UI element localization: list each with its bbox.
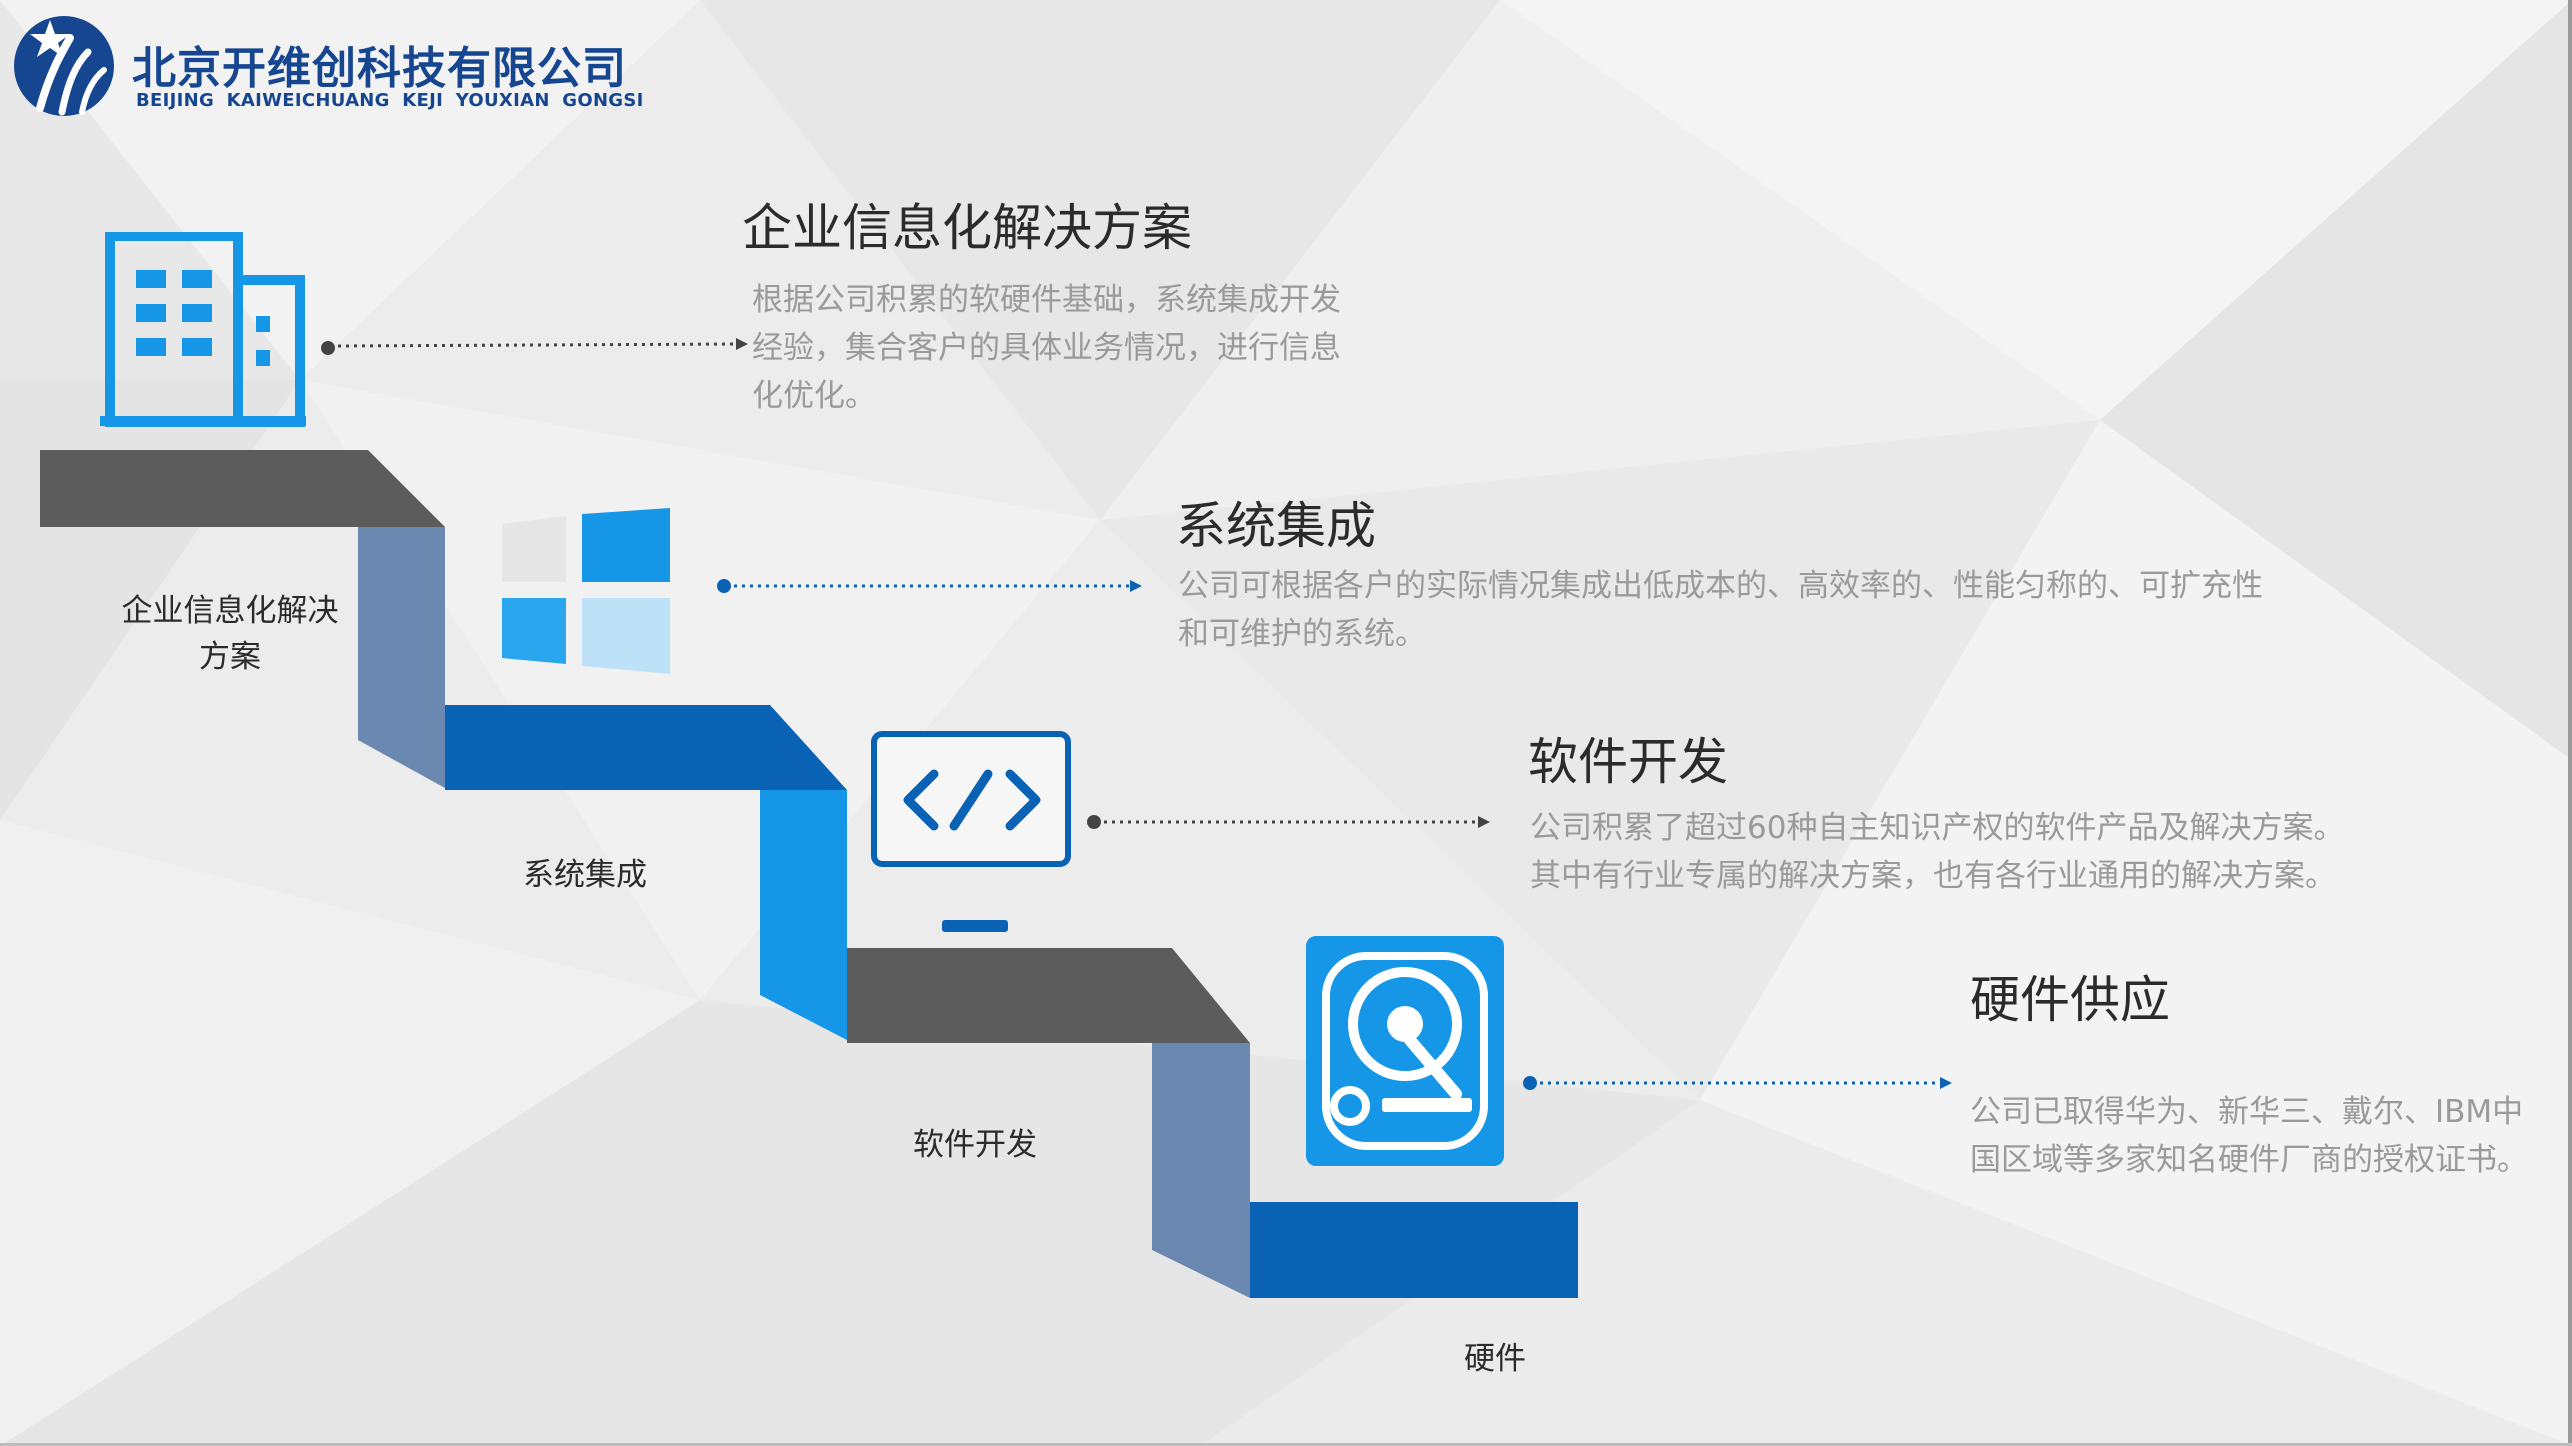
stair-riser-1 xyxy=(358,527,445,788)
stair-tread-1 xyxy=(40,450,445,527)
section-title-software: 软件开发 xyxy=(1528,733,1728,791)
step-label-enterprise: 企业信息化解决 方案 xyxy=(121,593,339,675)
section-title-hardware: 硬件供应 xyxy=(1970,971,2170,1029)
stair-tread-2 xyxy=(445,705,847,790)
company-name-cn: 北京开维创科技有限公司 xyxy=(132,43,627,94)
step-label-integration: 系统集成 xyxy=(523,857,647,893)
stair-riser-3 xyxy=(1152,1043,1250,1298)
connector-3 xyxy=(1087,815,1490,829)
building-icon xyxy=(100,232,306,427)
logo-emblem-icon xyxy=(14,16,114,116)
window-edge-bottom xyxy=(0,1443,2572,1446)
section-desc-software: 公司积累了超过60种自主知识产权的软件产品及解决方案。 其中有行业专属的解决方案… xyxy=(1530,810,2345,894)
stair-tread-3 xyxy=(847,948,1250,1043)
section-desc-enterprise: 根据公司积累的软硬件基础，系统集成开发 经验，集合客户的具体业务情况，进行信息 … xyxy=(752,282,1341,414)
section-desc-hardware: 公司已取得华为、新华三、戴尔、IBM中 国区域等多家知名硬件厂商的授权证书。 xyxy=(1970,1094,2528,1178)
section-title-enterprise: 企业信息化解决方案 xyxy=(742,199,1192,257)
stair-riser-2 xyxy=(760,790,847,1040)
code-monitor-icon xyxy=(871,731,1071,932)
hard-drive-icon xyxy=(1306,936,1504,1166)
step-label-software: 软件开发 xyxy=(913,1127,1037,1163)
company-name-en: BEIJING KAIWEICHUANG KEJI YOUXIAN GONGSI xyxy=(136,90,644,111)
connector-4 xyxy=(1523,1076,1952,1090)
stair-tread-4 xyxy=(1250,1202,1578,1298)
section-title-integration: 系统集成 xyxy=(1176,497,1376,555)
section-desc-integration: 公司可根据各户的实际情况集成出低成本的、高效率的、性能匀称的、可扩充性 和可维护… xyxy=(1178,568,2263,652)
window-edge-right xyxy=(2568,0,2572,1446)
windows-icon xyxy=(502,508,670,674)
connector-1 xyxy=(321,338,748,355)
step-label-hardware: 硬件 xyxy=(1464,1341,1526,1377)
connector-2 xyxy=(717,579,1142,593)
